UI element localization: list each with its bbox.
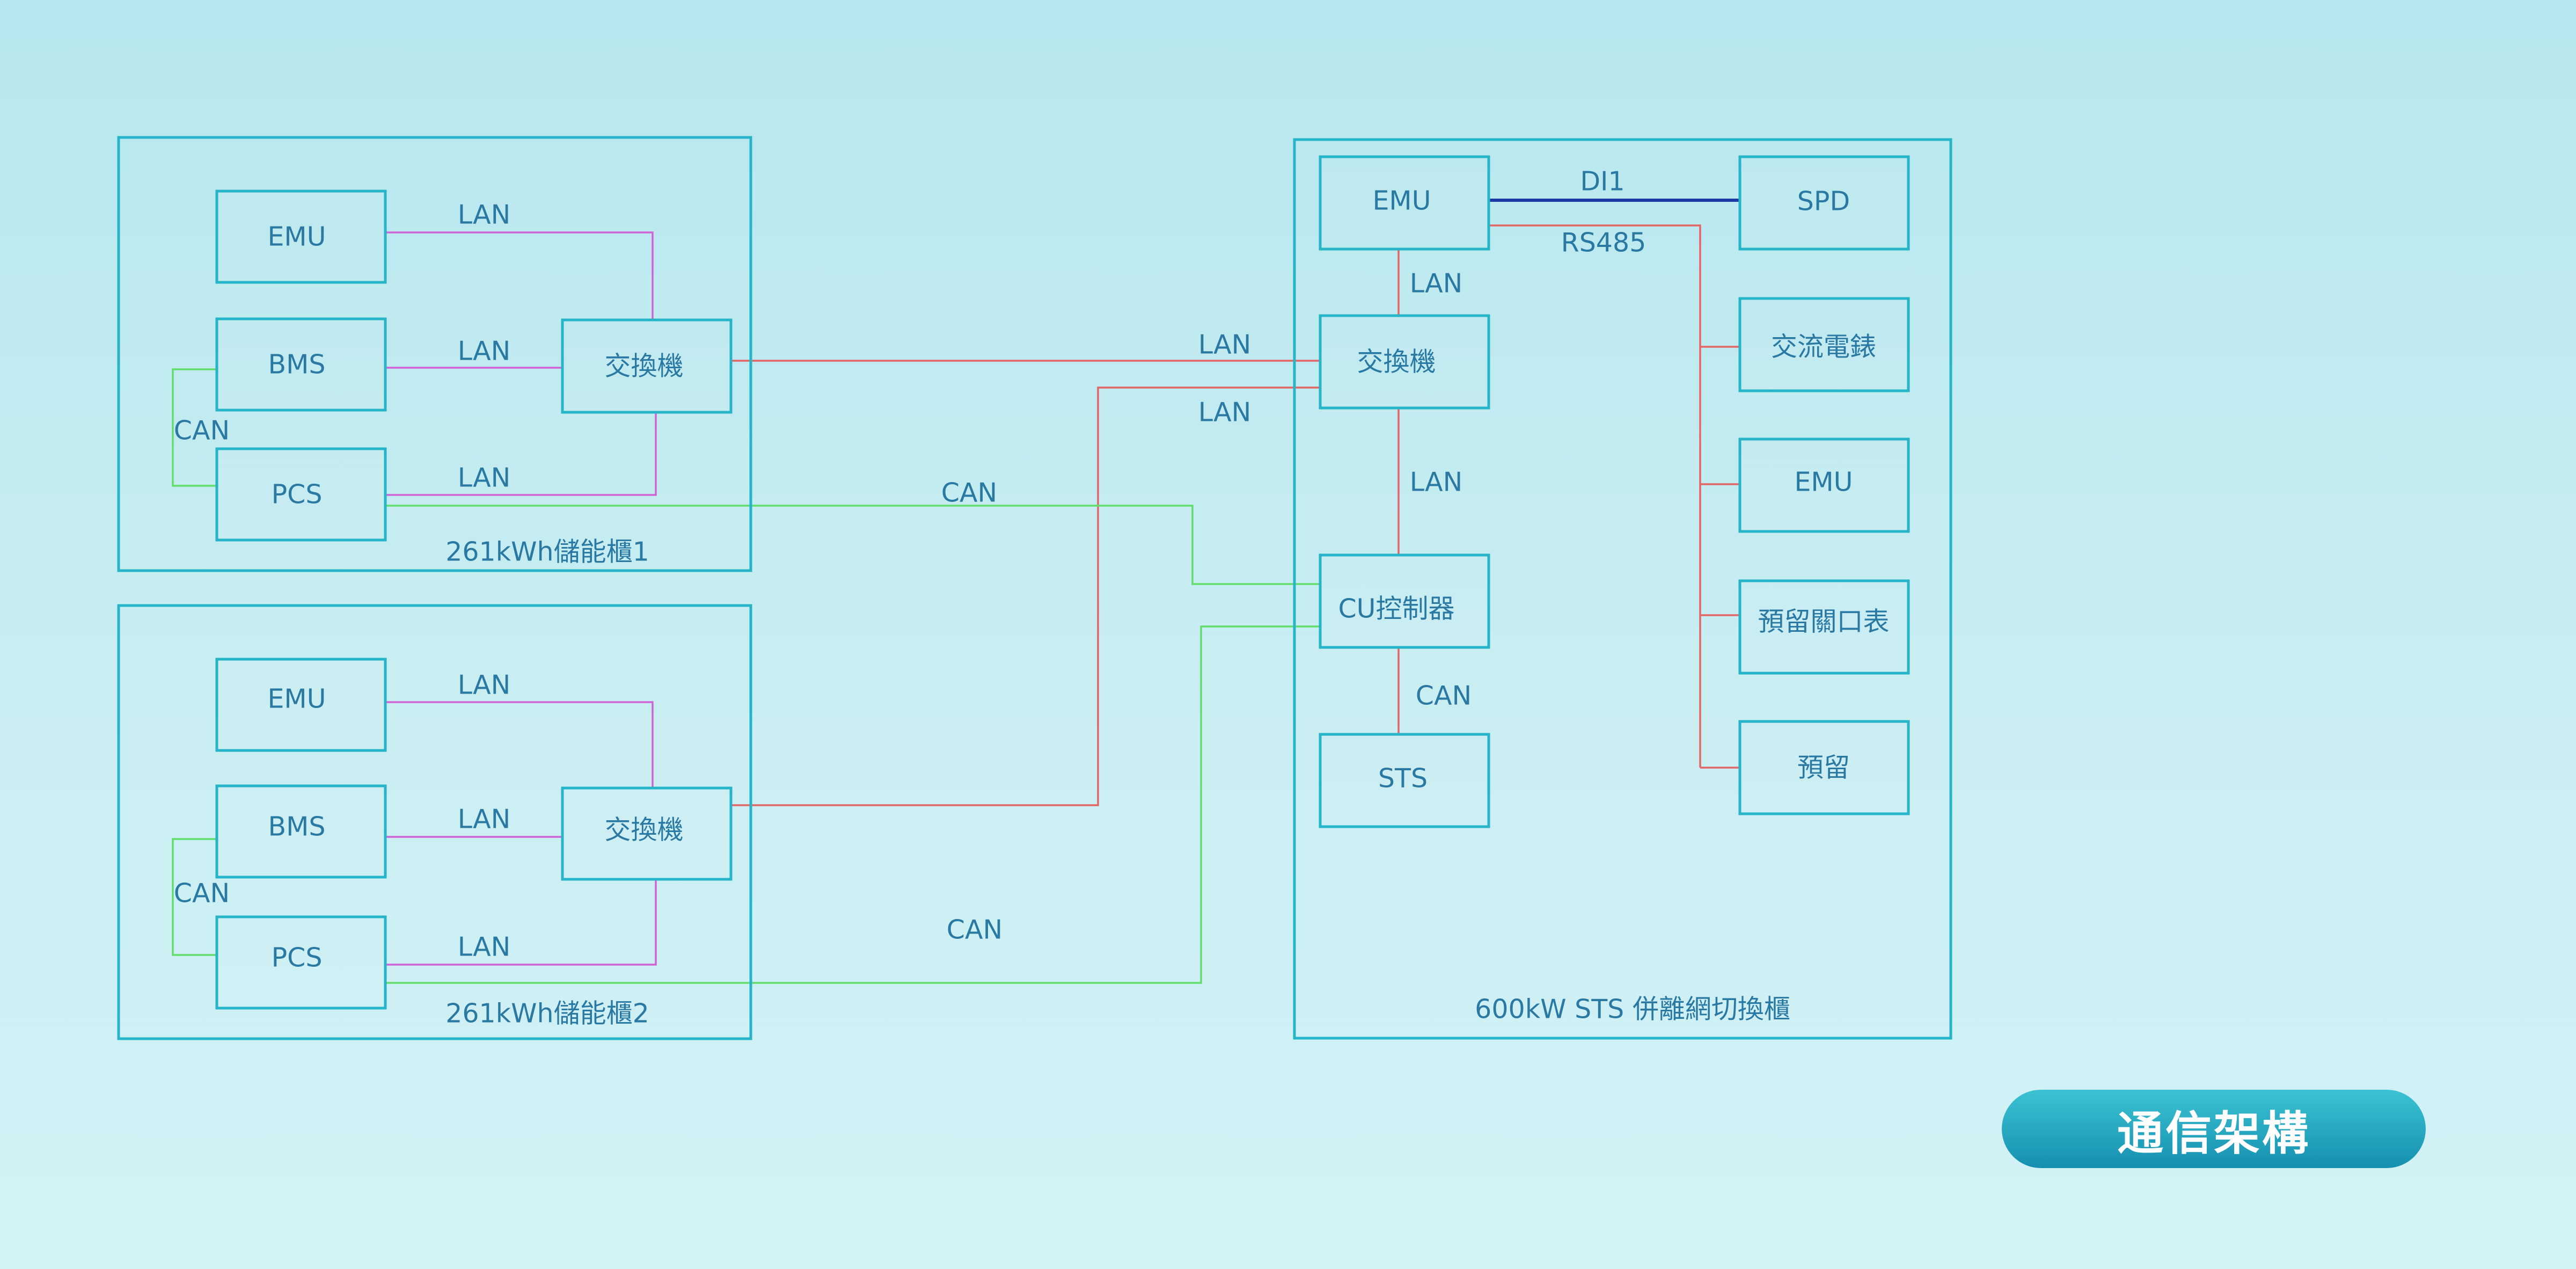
diagram-title: 通信架構 <box>2117 1106 2310 1161</box>
label-c2-lan-bms: LAN <box>458 804 511 835</box>
svg-text:EMU: EMU <box>267 222 326 252</box>
node-c2-emu: EMU <box>215 658 387 752</box>
svg-text:EMU: EMU <box>1372 186 1431 216</box>
svg-text:STS: STS <box>1378 763 1428 794</box>
node-c1-bms: BMS <box>215 317 387 412</box>
svg-text:SPD: SPD <box>1797 186 1850 217</box>
cabinet-2-label: 261kWh儲能櫃2 <box>445 998 649 1029</box>
cabinet-1-frame <box>117 136 752 572</box>
label-mid-lan-1: LAN <box>1198 330 1252 360</box>
label-c1-can: CAN <box>174 415 230 446</box>
label-c1-lan-emu: LAN <box>458 200 511 230</box>
node-c2-bms: BMS <box>215 784 387 879</box>
node-s-sts: STS <box>1319 733 1490 828</box>
node-c2-pcs: PCS <box>215 915 387 1010</box>
node-c2-switch: 交換機 <box>561 786 733 881</box>
sts-cabinet-label: 600kW STS 併離網切換櫃 <box>1475 994 1790 1025</box>
label-c2-lan-emu: LAN <box>458 670 511 701</box>
wire-c2-bms-pcs-can <box>172 838 217 956</box>
node-s-emu: EMU <box>1319 155 1490 251</box>
node-c1-pcs: PCS <box>215 447 387 542</box>
node-c1-emu: EMU <box>215 189 387 284</box>
svg-text:預留關口表: 預留關口表 <box>1758 607 1889 637</box>
label-s-rs485: RS485 <box>1561 228 1646 258</box>
wire-c1-pcs-cu-can <box>385 505 1320 585</box>
sts-cabinet-frame <box>1293 138 1952 1040</box>
wire-s-rs485-bus <box>1490 224 1701 768</box>
svg-text:預留: 預留 <box>1797 753 1850 783</box>
label-mid-can-1: CAN <box>941 478 997 508</box>
wire-c1-emu-switch <box>385 231 654 319</box>
wire-c2-switch-sts-switch-lan <box>732 386 1320 806</box>
label-s-di1: DI1 <box>1580 166 1624 197</box>
label-c1-lan-bms: LAN <box>458 336 511 367</box>
label-c2-can: CAN <box>174 878 230 909</box>
wire-c2-pcs-switch <box>385 880 657 966</box>
svg-text:BMS: BMS <box>268 349 326 380</box>
svg-text:交換機: 交換機 <box>604 351 683 382</box>
label-mid-can-2: CAN <box>947 915 1002 945</box>
diagram-title-badge: 通信架構 <box>2002 1090 2426 1168</box>
label-mid-lan-2: LAN <box>1198 397 1252 428</box>
svg-text:CU控制器: CU控制器 <box>1338 594 1454 624</box>
svg-text:EMU: EMU <box>267 684 326 714</box>
label-s-can-cu-sts: CAN <box>1416 681 1472 711</box>
wire-c1-pcs-switch <box>385 412 657 496</box>
node-c1-switch: 交換機 <box>561 318 733 414</box>
svg-text:交換機: 交換機 <box>1357 347 1436 377</box>
wire-c2-emu-switch <box>385 701 654 787</box>
svg-text:PCS: PCS <box>272 943 323 973</box>
node-s-emu-2: EMU <box>1738 437 1910 533</box>
node-s-switch: 交換機 <box>1319 314 1490 410</box>
wire-c2-pcs-cu-can <box>385 625 1320 984</box>
node-s-spd: SPD <box>1738 155 1910 251</box>
svg-text:PCS: PCS <box>272 479 323 510</box>
svg-text:交換機: 交換機 <box>604 815 683 845</box>
label-s-lan-switch-cu: LAN <box>1410 467 1463 498</box>
node-s-ac-meter: 交流電錶 <box>1738 297 1910 392</box>
node-s-reserved-port-meter: 預留關口表 <box>1738 579 1910 675</box>
label-c2-lan-pcs: LAN <box>458 932 511 962</box>
cabinet-2-frame <box>117 604 752 1040</box>
node-s-reserved: 預留 <box>1738 720 1910 815</box>
wire-c1-bms-pcs-can <box>172 368 217 487</box>
svg-text:EMU: EMU <box>1794 467 1853 498</box>
cabinet-1-label: 261kWh儲能櫃1 <box>445 537 649 567</box>
node-s-cu-controller: CU控制器 <box>1319 553 1490 649</box>
label-c1-lan-pcs: LAN <box>458 463 511 493</box>
label-s-lan-emu-switch: LAN <box>1410 268 1463 299</box>
svg-text:BMS: BMS <box>268 812 326 842</box>
svg-text:交流電錶: 交流電錶 <box>1771 332 1876 362</box>
